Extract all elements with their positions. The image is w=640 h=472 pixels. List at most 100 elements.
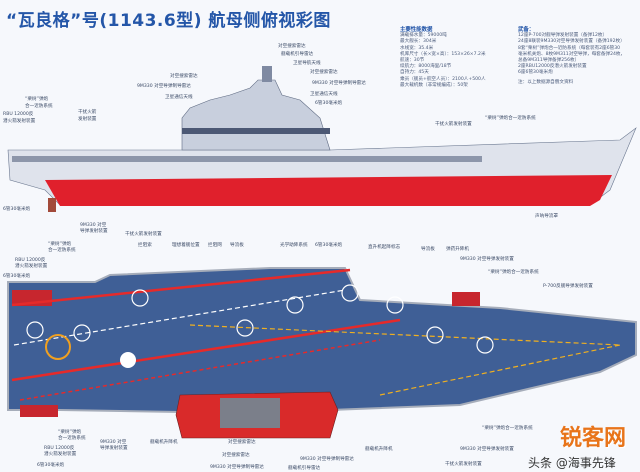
top-label: 导流板 bbox=[421, 247, 435, 252]
ideal-landing-spot bbox=[45, 334, 71, 360]
top-label: 9M330 对空导弹制导雷达 bbox=[300, 457, 354, 462]
top-label: 9M330 对空导弹发射装置 bbox=[460, 447, 514, 452]
top-label: 9M330 对空 bbox=[80, 223, 107, 228]
top-label: 6管30毫米炮 bbox=[37, 463, 65, 468]
optical-landing-marker bbox=[120, 352, 136, 368]
top-label: 导流板 bbox=[230, 243, 244, 248]
top-label: RBU 12000反 bbox=[44, 446, 75, 451]
helo-spot bbox=[476, 336, 494, 354]
side-label: 对空搜索雷达 bbox=[170, 74, 198, 79]
armament-line: 毫米机关炮、8枚9M311对空导弹，每套备弹24枚， bbox=[518, 51, 626, 57]
watermark-logo: 锐客网 bbox=[560, 426, 627, 451]
side-radar-mast bbox=[262, 66, 272, 82]
side-island bbox=[181, 79, 331, 151]
helo-spot bbox=[286, 296, 304, 314]
top-label: P-700反舰导弹发射装置 bbox=[543, 284, 593, 289]
side-label: 舰载机引导雷达 bbox=[281, 52, 314, 57]
spec-line: 最大载机数（非常规编成）：50架 bbox=[400, 82, 468, 88]
armament-line: 6座6管30毫米炮 bbox=[518, 70, 553, 76]
angled-deck-red-line-lower bbox=[11, 318, 401, 382]
side-label: 6管30毫米炮 bbox=[3, 207, 31, 212]
top-label: 6管30毫米炮 bbox=[315, 243, 343, 248]
spec-line: 水线宽：35.4米 bbox=[400, 45, 434, 51]
armament-line: 24座8联装9M330对空导弹发射装置（备弹192枚） bbox=[518, 39, 625, 45]
side-label: 6管30毫米炮 bbox=[315, 101, 343, 106]
helo-spot bbox=[386, 296, 404, 314]
side-label: 9M330 对空导弹制导雷达 bbox=[137, 84, 191, 89]
top-label: 舰载机升降机 bbox=[150, 440, 178, 445]
top-label: “栗树”弹炮合一近防系统 bbox=[482, 426, 533, 431]
performance-heading: 主要性能数据 bbox=[400, 27, 433, 33]
spec-line: 续航力：8000海里/18节 bbox=[400, 64, 452, 70]
top-label: 9M330 对空导弹发射装置 bbox=[460, 257, 514, 262]
helo-spot bbox=[341, 284, 359, 302]
armament-heading: 武备： bbox=[518, 27, 535, 33]
top-label: 导弹发射装置 bbox=[100, 446, 128, 451]
helo-spot bbox=[236, 319, 254, 337]
helo-spot bbox=[73, 324, 91, 342]
red-dashed-line bbox=[19, 339, 381, 401]
side-label: 潜火箭发射装置 bbox=[3, 119, 36, 124]
top-label: 光学助降系统 bbox=[280, 243, 308, 248]
side-label: 对空搜索雷达 bbox=[310, 70, 338, 75]
top-label: 导弹发射装置 bbox=[80, 229, 108, 234]
armament-line: 12座P-700对舰导弹发射装置（备弹12枚） bbox=[518, 33, 608, 39]
armament-line: 总备9M311导弹备弹256枚） bbox=[518, 58, 580, 64]
sponson-bow bbox=[452, 292, 480, 306]
island-structure bbox=[220, 398, 280, 428]
side-hull-dark-band bbox=[12, 156, 482, 162]
top-label: 对空搜索雷达 bbox=[228, 440, 256, 445]
top-label: 直升机起降标志 bbox=[368, 245, 401, 250]
rudder bbox=[48, 198, 56, 212]
armament-data: 武备： 12座P-700对舰导弹发射装置（备弹12枚） 24座8联装9M330对… bbox=[518, 27, 625, 86]
spec-line: 自持力：45天 bbox=[400, 70, 429, 76]
watermark-source: 头条 @海事先锋 bbox=[528, 456, 616, 470]
side-label: “栗树”弹炮合一近防系统 bbox=[485, 116, 536, 121]
spec-line: 满载排水量：59000吨 bbox=[400, 33, 447, 39]
side-hangar-band bbox=[182, 128, 330, 134]
side-label: 发射装置 bbox=[78, 117, 97, 122]
helicopter-spots bbox=[26, 284, 494, 354]
side-label: 合一近防系统 bbox=[25, 104, 53, 109]
side-label: 卫星导航天线 bbox=[293, 61, 321, 66]
helo-spot bbox=[26, 321, 44, 339]
flight-deck bbox=[7, 267, 637, 414]
armament-line: 2座RBU12000反潜火箭发射装置 bbox=[518, 64, 587, 70]
top-label: 干扰火箭发射装置 bbox=[445, 462, 482, 467]
top-label: RBU 12000反 bbox=[15, 258, 46, 263]
helo-spot bbox=[131, 289, 149, 307]
top-label: 9M330 对空 bbox=[100, 440, 127, 445]
side-label: 9M330 对空导弹制导雷达 bbox=[312, 81, 366, 86]
spec-line: 最大舰长：304米 bbox=[400, 39, 437, 45]
top-label: 弹药升降机 bbox=[446, 247, 469, 252]
top-label: 对空搜索雷达 bbox=[222, 453, 250, 458]
side-label: RBU 12000反 bbox=[3, 112, 34, 117]
performance-data: 主要性能数据 满载排水量：59000吨 最大舰长：304米 水线宽：35.4米 … bbox=[400, 27, 486, 89]
top-label: 6管30毫米炮 bbox=[3, 274, 31, 279]
spec-line: 机库尺寸（长×宽×高）：153×26×7.2米 bbox=[400, 51, 486, 57]
angled-deck-red-line bbox=[11, 268, 351, 307]
side-label: 干扰火箭 bbox=[78, 110, 97, 115]
side-red-waterline bbox=[45, 175, 612, 206]
sponson-stern-lower bbox=[20, 405, 58, 417]
top-label: 干扰火箭发射装置 bbox=[125, 232, 162, 237]
armament-line: 8套“栗树”弹炮合一近防系统（每套装有2座6管30 bbox=[518, 45, 621, 51]
top-label: 理想着舰位置 bbox=[172, 243, 200, 248]
spec-line: 乘员（舰员+航空人员）：2100人+500人 bbox=[400, 76, 486, 82]
top-label: 拦阻索 bbox=[138, 243, 152, 248]
top-label: 合一近防系统 bbox=[58, 436, 86, 441]
helo-spot bbox=[426, 326, 444, 344]
side-label: 卫星通信天线 bbox=[310, 92, 338, 97]
top-label: 合一近防系统 bbox=[48, 248, 76, 253]
side-view bbox=[7, 66, 637, 212]
page-title: “瓦良格”号(1143.6型) 航母侧俯视彩图 bbox=[6, 11, 331, 31]
spec-line: 航速：30节 bbox=[400, 58, 425, 64]
top-label: 潜火箭发射装置 bbox=[15, 264, 48, 269]
side-label: 卫星通信天线 bbox=[165, 95, 193, 100]
top-label: 拦阻网 bbox=[208, 243, 222, 248]
top-label: “栗树”弹炮 bbox=[48, 242, 72, 247]
data-source-note: 注：以上数据源自俄文资料 bbox=[518, 79, 574, 85]
top-label: 9M330 对空导弹制导雷达 bbox=[210, 465, 264, 470]
